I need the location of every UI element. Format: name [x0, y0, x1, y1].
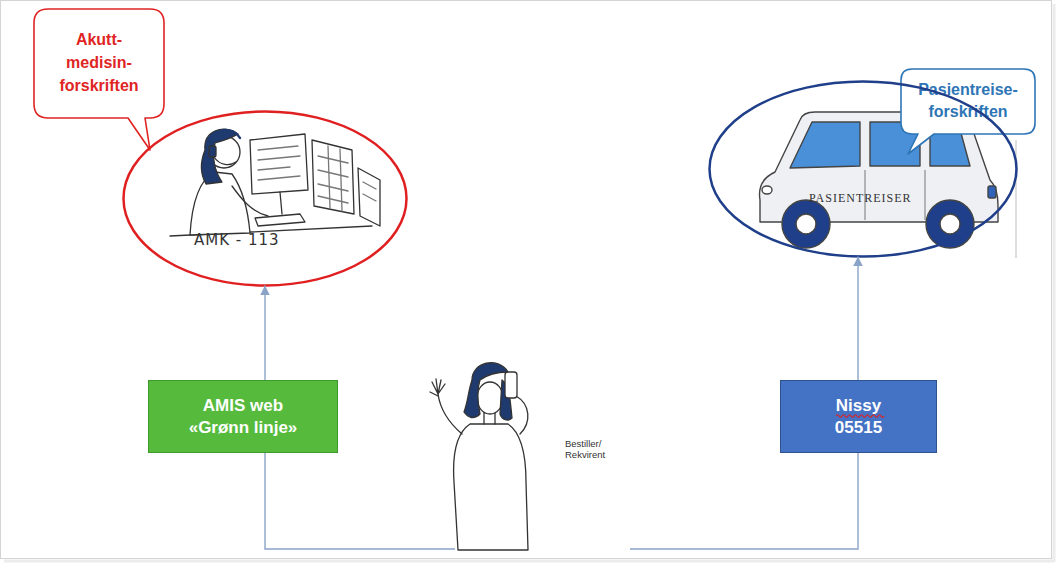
mobile-phone — [505, 372, 517, 398]
ellipse-outline — [708, 80, 1018, 258]
waving-hand — [430, 379, 445, 396]
monitor-stand — [280, 192, 282, 214]
tail-light — [988, 186, 996, 198]
person-neck — [483, 412, 484, 424]
ellipse-outline — [122, 110, 408, 287]
screen-grid — [318, 196, 348, 203]
text-group: Pasientreise- forskriften — [908, 79, 1028, 123]
person-body — [454, 424, 528, 550]
car-window — [790, 122, 860, 168]
headset-mic — [214, 157, 236, 165]
service-ellipse: PASIENTREISER — [708, 80, 1018, 258]
person-neck — [494, 412, 495, 424]
callout-bubble: Pasientreise- forskriften — [900, 68, 1036, 136]
node-text: AMIS web — [203, 395, 283, 417]
dispatcher-illustration — [170, 129, 380, 236]
screen-line — [363, 194, 376, 201]
text-group: Nissy05515 — [781, 381, 936, 452]
bubble-outline — [900, 68, 1036, 136]
screen-grid — [328, 146, 330, 208]
monitor — [250, 134, 308, 194]
screen-grid — [318, 184, 348, 191]
person-head — [477, 382, 503, 414]
keyboard — [255, 214, 305, 226]
monitor — [312, 140, 354, 214]
node-text: «Grønn linje» — [189, 417, 298, 439]
text-group: AMIS web«Grønn linje» — [149, 381, 337, 452]
text-group: Akutt- medisin- forskriften — [43, 28, 155, 97]
operator-hair — [201, 129, 238, 184]
screen-line — [258, 176, 300, 180]
channel-box: Nissy05515 — [780, 380, 937, 453]
frame-shadow — [4, 560, 1054, 563]
connector-line — [857, 256, 858, 380]
headlight — [762, 186, 772, 194]
screen-line — [258, 156, 300, 160]
car-wheel — [782, 200, 830, 248]
bubble-outline — [34, 9, 164, 150]
screen-grid — [318, 156, 348, 163]
headset-band — [210, 130, 240, 140]
text-group: AMK - 113 — [194, 231, 324, 249]
screen-line — [363, 182, 376, 189]
channel-box: AMIS web«Grønn linje» — [148, 380, 338, 453]
ellipse-outline — [710, 82, 1017, 257]
callout-bubble: Akutt- medisin- forskriften — [33, 8, 165, 120]
node-text: PASIENTREISER — [809, 191, 949, 206]
door-line — [924, 170, 925, 220]
node-text: Nissy — [836, 395, 881, 417]
ellipse-outline — [124, 112, 407, 286]
node-text: Akutt- medisin- forskriften — [43, 28, 155, 97]
screen-line — [258, 146, 298, 150]
node-text: Bestiller/ Rekvirent — [565, 438, 613, 460]
requester-illustration — [430, 363, 528, 550]
monitor — [358, 168, 380, 226]
service-ellipse: AMK - 113 — [122, 110, 408, 287]
bubble-outline — [901, 69, 1035, 154]
node-text: Pasientreise- forskriften — [908, 79, 1028, 123]
connector-line — [264, 286, 265, 381]
node-text: 05515 — [835, 417, 882, 439]
screen-grid — [340, 149, 342, 211]
screen-line — [258, 167, 290, 170]
headset-earpiece — [209, 146, 216, 157]
screen-grid — [318, 170, 348, 177]
text-group: Bestiller/ Rekvirent — [565, 438, 613, 460]
wheel-hub — [940, 214, 960, 234]
text-group: PASIENTREISER — [809, 191, 949, 206]
connector-line — [630, 453, 858, 549]
person-arm — [516, 396, 528, 434]
person-arm — [438, 394, 462, 434]
wheel-hub — [796, 214, 816, 234]
requester-figure: Bestiller/ Rekvirent — [455, 362, 630, 550]
node-text: AMK - 113 — [194, 231, 324, 249]
connector-line — [265, 453, 455, 549]
frame-shadow — [1053, 4, 1056, 562]
